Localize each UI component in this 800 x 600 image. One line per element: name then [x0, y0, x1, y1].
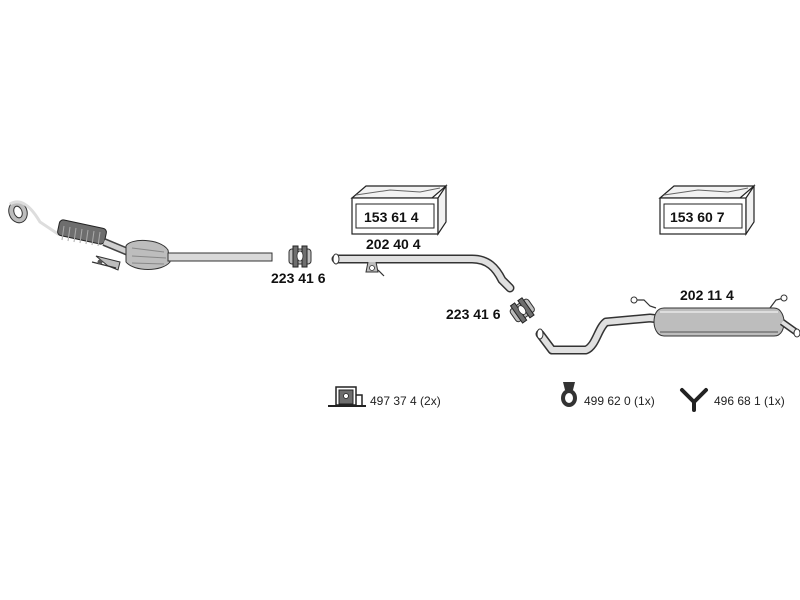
middle-pipe-icon — [331, 253, 515, 293]
rubber-mount-label: 499 62 0 (1x) — [584, 394, 655, 408]
y-hanger-icon — [680, 388, 708, 412]
y-hanger-label: 496 68 1 (1x) — [714, 394, 785, 408]
kit-right-part-number: 153 60 7 — [670, 209, 725, 225]
clamp-rear-part-number: 223 41 6 — [446, 306, 501, 322]
middle-pipe-part-number: 202 40 4 — [366, 236, 421, 252]
pipe-clamp-icon — [288, 245, 312, 268]
parts-box-icon — [350, 184, 448, 236]
rear-silencer-icon — [535, 294, 800, 355]
mounting-bracket-label: 497 37 4 (2x) — [370, 394, 441, 408]
parts-box-icon — [658, 184, 756, 236]
front-pipe-catalytic-converter-icon — [8, 200, 273, 271]
kit-left-part-number: 153 61 4 — [364, 209, 419, 225]
rubber-mount-icon — [561, 382, 577, 407]
pipe-clamp-icon — [509, 297, 535, 324]
rear-silencer-part-number: 202 11 4 — [680, 287, 734, 303]
clamp-front-part-number: 223 41 6 — [271, 270, 326, 286]
mounting-bracket-icon — [328, 386, 366, 407]
